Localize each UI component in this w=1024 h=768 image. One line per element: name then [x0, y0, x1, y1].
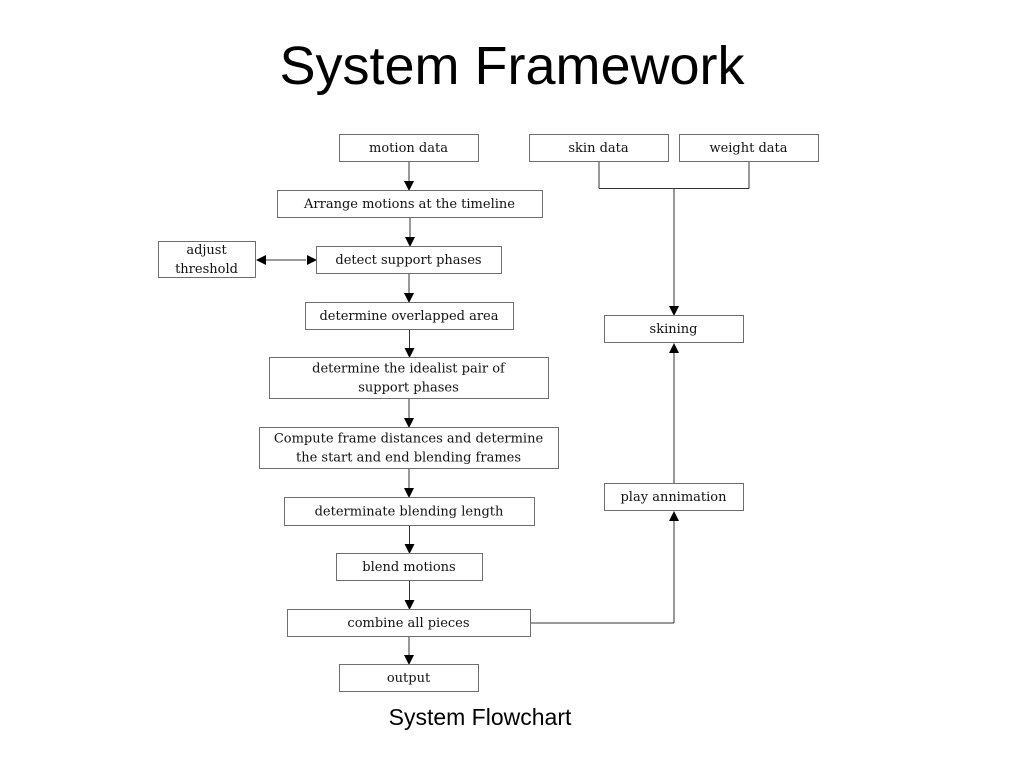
node-box — [284, 497, 535, 526]
arrow-head — [256, 255, 266, 265]
edge-detect-overlap — [404, 274, 414, 303]
edge-compute-length — [404, 469, 414, 498]
node-label: determine the idealist pair of — [312, 362, 506, 377]
node-box — [287, 609, 531, 637]
edge-adjust-detect — [256, 255, 317, 265]
edge-length-blend — [404, 526, 415, 554]
node-label: blend motions — [362, 560, 455, 575]
arrow-head — [307, 255, 317, 265]
node-label: Compute frame distances and determine — [274, 432, 544, 447]
edge-play-skining — [669, 343, 679, 483]
node-box — [158, 241, 256, 278]
node-overlap: determine overlapped area — [305, 302, 514, 330]
node-ideal: determine the idealist pair of support ph… — [269, 357, 549, 399]
node-box — [305, 302, 514, 330]
node-blend: blend motions — [336, 553, 483, 581]
edge-combine-play — [531, 511, 679, 624]
node-label: motion data — [369, 141, 448, 156]
edge-overlap-ideal — [404, 330, 415, 358]
edge-skin-skining — [598, 161, 750, 316]
arrow-head — [404, 181, 414, 191]
arrow-head — [669, 511, 679, 521]
node-skining: skining — [604, 315, 744, 343]
node-label: Arrange motions at the timeline — [303, 197, 515, 212]
node-label: skining — [650, 322, 698, 337]
node-label: determine overlapped area — [319, 309, 498, 324]
edges-layer — [256, 161, 750, 665]
node-compute: Compute frame distances and determine the… — [259, 427, 559, 469]
arrow-head — [404, 293, 414, 303]
node-box — [679, 134, 819, 162]
node-label: threshold — [175, 262, 238, 277]
edge-blend-combine — [404, 581, 415, 610]
node-label: support phases — [358, 381, 459, 396]
arrow-head — [404, 544, 415, 554]
node-label: combine all pieces — [347, 616, 469, 631]
node-length: determinate blending length — [284, 497, 535, 526]
node-output: output — [339, 664, 479, 692]
node-box — [529, 134, 669, 162]
arrow-head — [404, 600, 415, 610]
node-play: play annimation — [604, 483, 744, 511]
arrow-head — [404, 418, 414, 428]
arrow-head — [404, 348, 415, 358]
node-box — [336, 553, 483, 581]
edge-arrange-detect — [405, 218, 415, 247]
node-label: play annimation — [620, 490, 727, 505]
node-label: skin data — [568, 141, 629, 156]
node-box — [604, 315, 744, 343]
node-label: adjust — [186, 243, 227, 258]
arrow-head — [404, 655, 414, 665]
node-box — [269, 357, 549, 399]
node-motion: motion data — [339, 134, 479, 162]
edge-motion-arrange — [404, 162, 414, 191]
node-combine: combine all pieces — [287, 609, 531, 637]
node-box — [316, 246, 502, 274]
node-weight: weight data — [679, 134, 819, 162]
diagram-caption: System Flowchart — [388, 704, 572, 730]
node-box — [259, 427, 559, 469]
arrow-head — [669, 306, 679, 316]
node-label: weight data — [709, 141, 787, 156]
node-box — [339, 134, 479, 162]
node-label: the start and end blending frames — [296, 451, 521, 466]
node-box — [339, 664, 479, 692]
node-detect: detect support phases — [316, 246, 502, 274]
arrow-head — [405, 237, 415, 247]
node-arrange: Arrange motions at the timeline — [277, 190, 543, 218]
edge-ideal-compute — [404, 399, 414, 428]
node-label: output — [387, 671, 431, 686]
node-adjust: adjust threshold — [158, 241, 256, 278]
node-skin: skin data — [529, 134, 669, 162]
slide-title: System Framework — [279, 36, 745, 96]
arrow-head — [404, 488, 414, 498]
node-box — [277, 190, 543, 218]
arrow-head — [669, 343, 679, 353]
edge-combine-output — [404, 637, 414, 665]
node-label: detect support phases — [335, 253, 481, 268]
node-label: determinate blending length — [315, 505, 504, 520]
node-box — [604, 483, 744, 511]
